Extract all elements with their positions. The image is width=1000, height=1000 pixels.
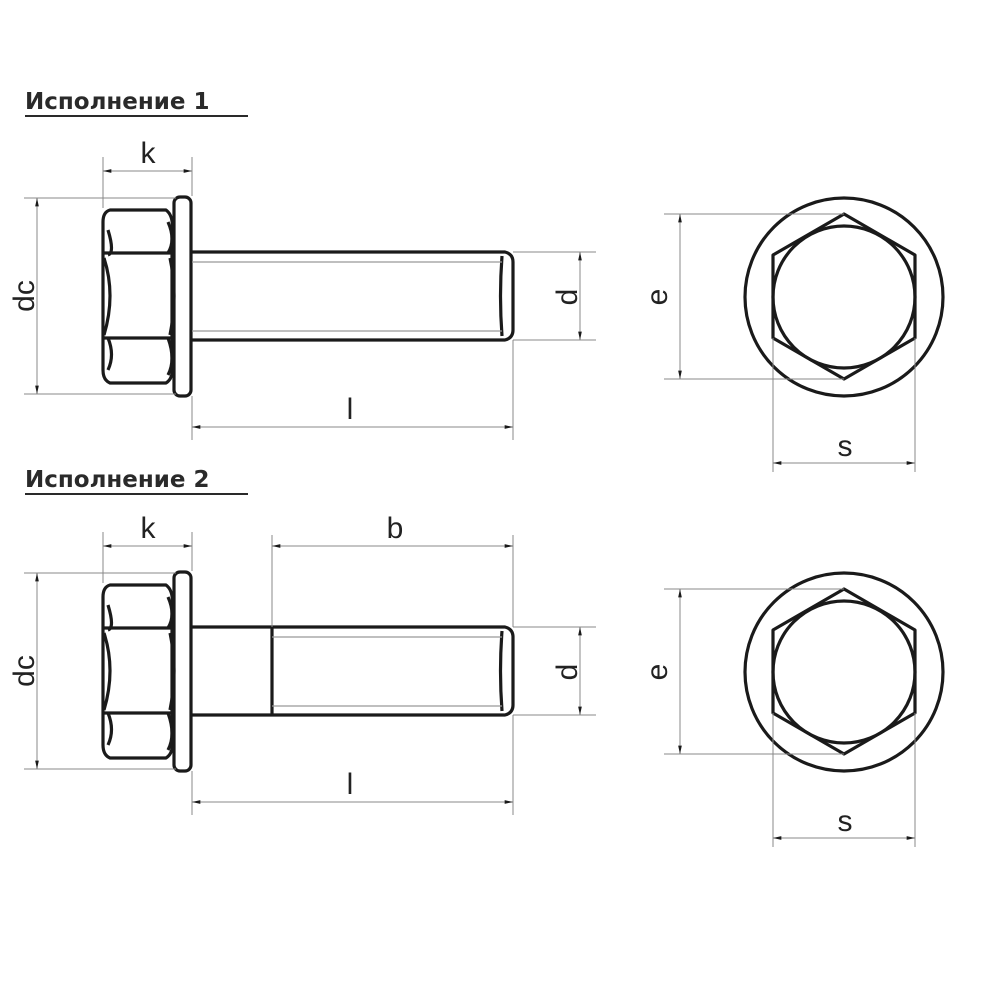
thread-lines (192, 261, 502, 332)
dim-dc-label: dc (8, 655, 41, 687)
dimensions: k b dc d l (8, 512, 596, 815)
dim-d-label: d (551, 289, 584, 306)
dim-l-label: l (347, 393, 354, 426)
dim-d-label: d (551, 664, 584, 681)
bolt-side-view (101, 195, 515, 398)
hex-head (101, 208, 174, 385)
shank (192, 250, 515, 342)
bolt-side-view (101, 570, 515, 773)
bearing-circle (771, 224, 917, 370)
dim-k-label: k (141, 137, 157, 170)
dimensions: k dc d l (8, 137, 596, 440)
variant-1-title: Исполнение 1 (25, 89, 210, 115)
thread-lines (272, 636, 502, 707)
dim-e-label: e (641, 664, 674, 681)
variant-2-title: Исполнение 2 (25, 467, 210, 493)
flange (172, 195, 193, 398)
hex-edges (103, 251, 172, 340)
hex-outline (771, 212, 917, 381)
dim-b-label: b (387, 512, 404, 545)
dim-dc-label: dc (8, 280, 41, 312)
bolt-end-view: e s (641, 196, 945, 472)
flange (172, 570, 193, 773)
flange-circle (743, 196, 945, 398)
chamfer (498, 255, 504, 337)
hex-head (101, 583, 174, 760)
variant-2: Исполнение 2 k b (8, 467, 945, 847)
shank (192, 625, 515, 717)
dim-k-label: k (141, 512, 157, 545)
dim-e-label: e (641, 289, 674, 306)
dim-l-label: l (347, 768, 354, 801)
variant-1: Исполнение 1 k dc d l (8, 89, 945, 472)
dim-s-label: s (838, 430, 853, 463)
bolt-end-view: e s (641, 571, 945, 847)
dim-s-label: s (838, 805, 853, 838)
